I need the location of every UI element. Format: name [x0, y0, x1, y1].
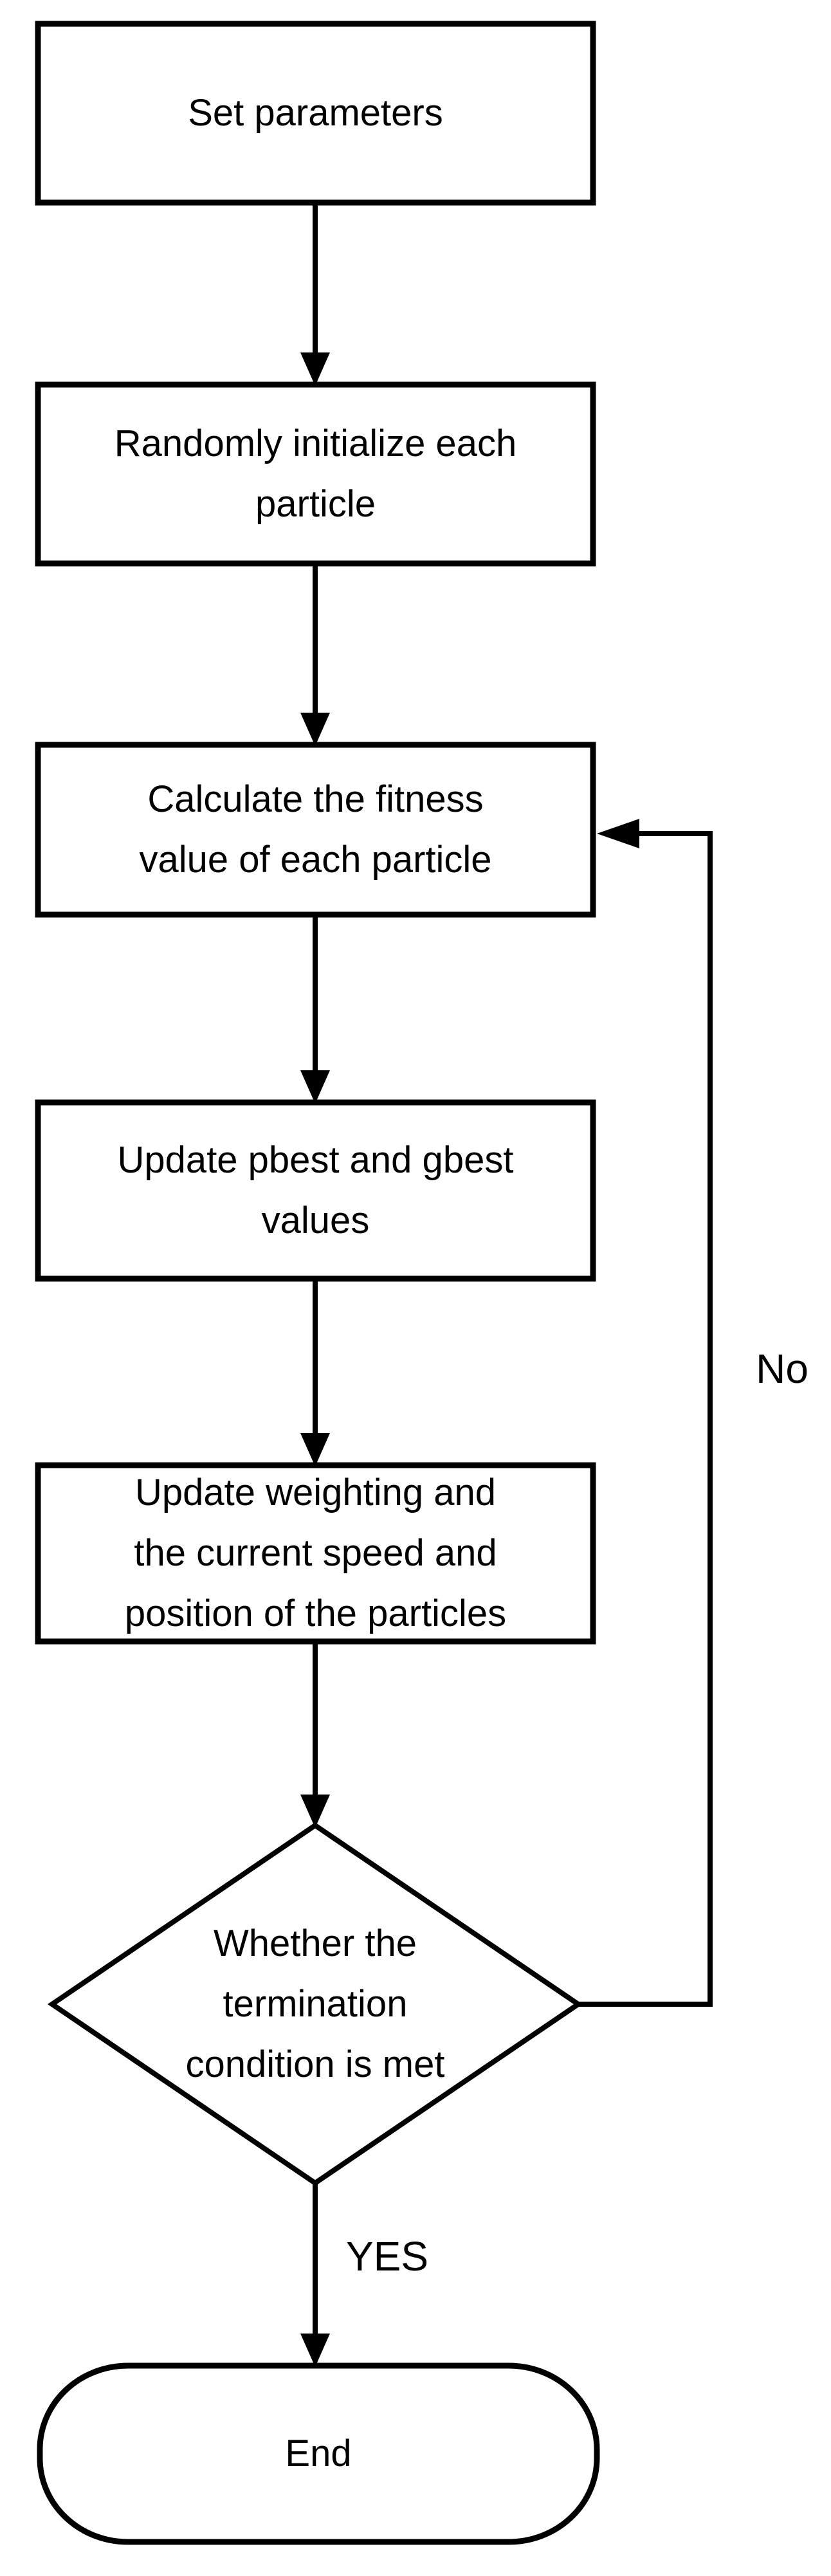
arrow-loop-no-to-calculate-fitness [578, 819, 713, 2007]
arrow-termination-check-to-end [300, 2183, 330, 2367]
arrow-random-initialize-to-calculate-fitness [300, 562, 330, 746]
node-label-termination-check: Whether the termination condition is met [185, 1923, 445, 2085]
arrow-calculate-fitness-to-update-best [300, 912, 330, 1104]
edge-label-no: No [756, 1346, 808, 1392]
node-label-update-best: Update pbest and gbest values [117, 1139, 514, 1241]
terminator-end [37, 2362, 600, 2545]
node-label-end: End [285, 2433, 352, 2474]
node-label-calculate-fitness: Calculate the fitness value of each part… [139, 778, 492, 881]
arrow-update-weighting-to-termination-check [300, 1639, 330, 1828]
edge-label-yes: YES [345, 2233, 429, 2279]
node-label-random-initialize: Randomly initialize each particle [114, 423, 517, 525]
node-label-update-weighting: Update weighting and the current speed a… [124, 1472, 507, 1634]
arrow-update-best-to-update-weighting [300, 1276, 330, 1466]
node-label-set-parameters: Set parameters [188, 92, 443, 134]
arrow-set-parameters-to-random-initialize [300, 201, 330, 386]
